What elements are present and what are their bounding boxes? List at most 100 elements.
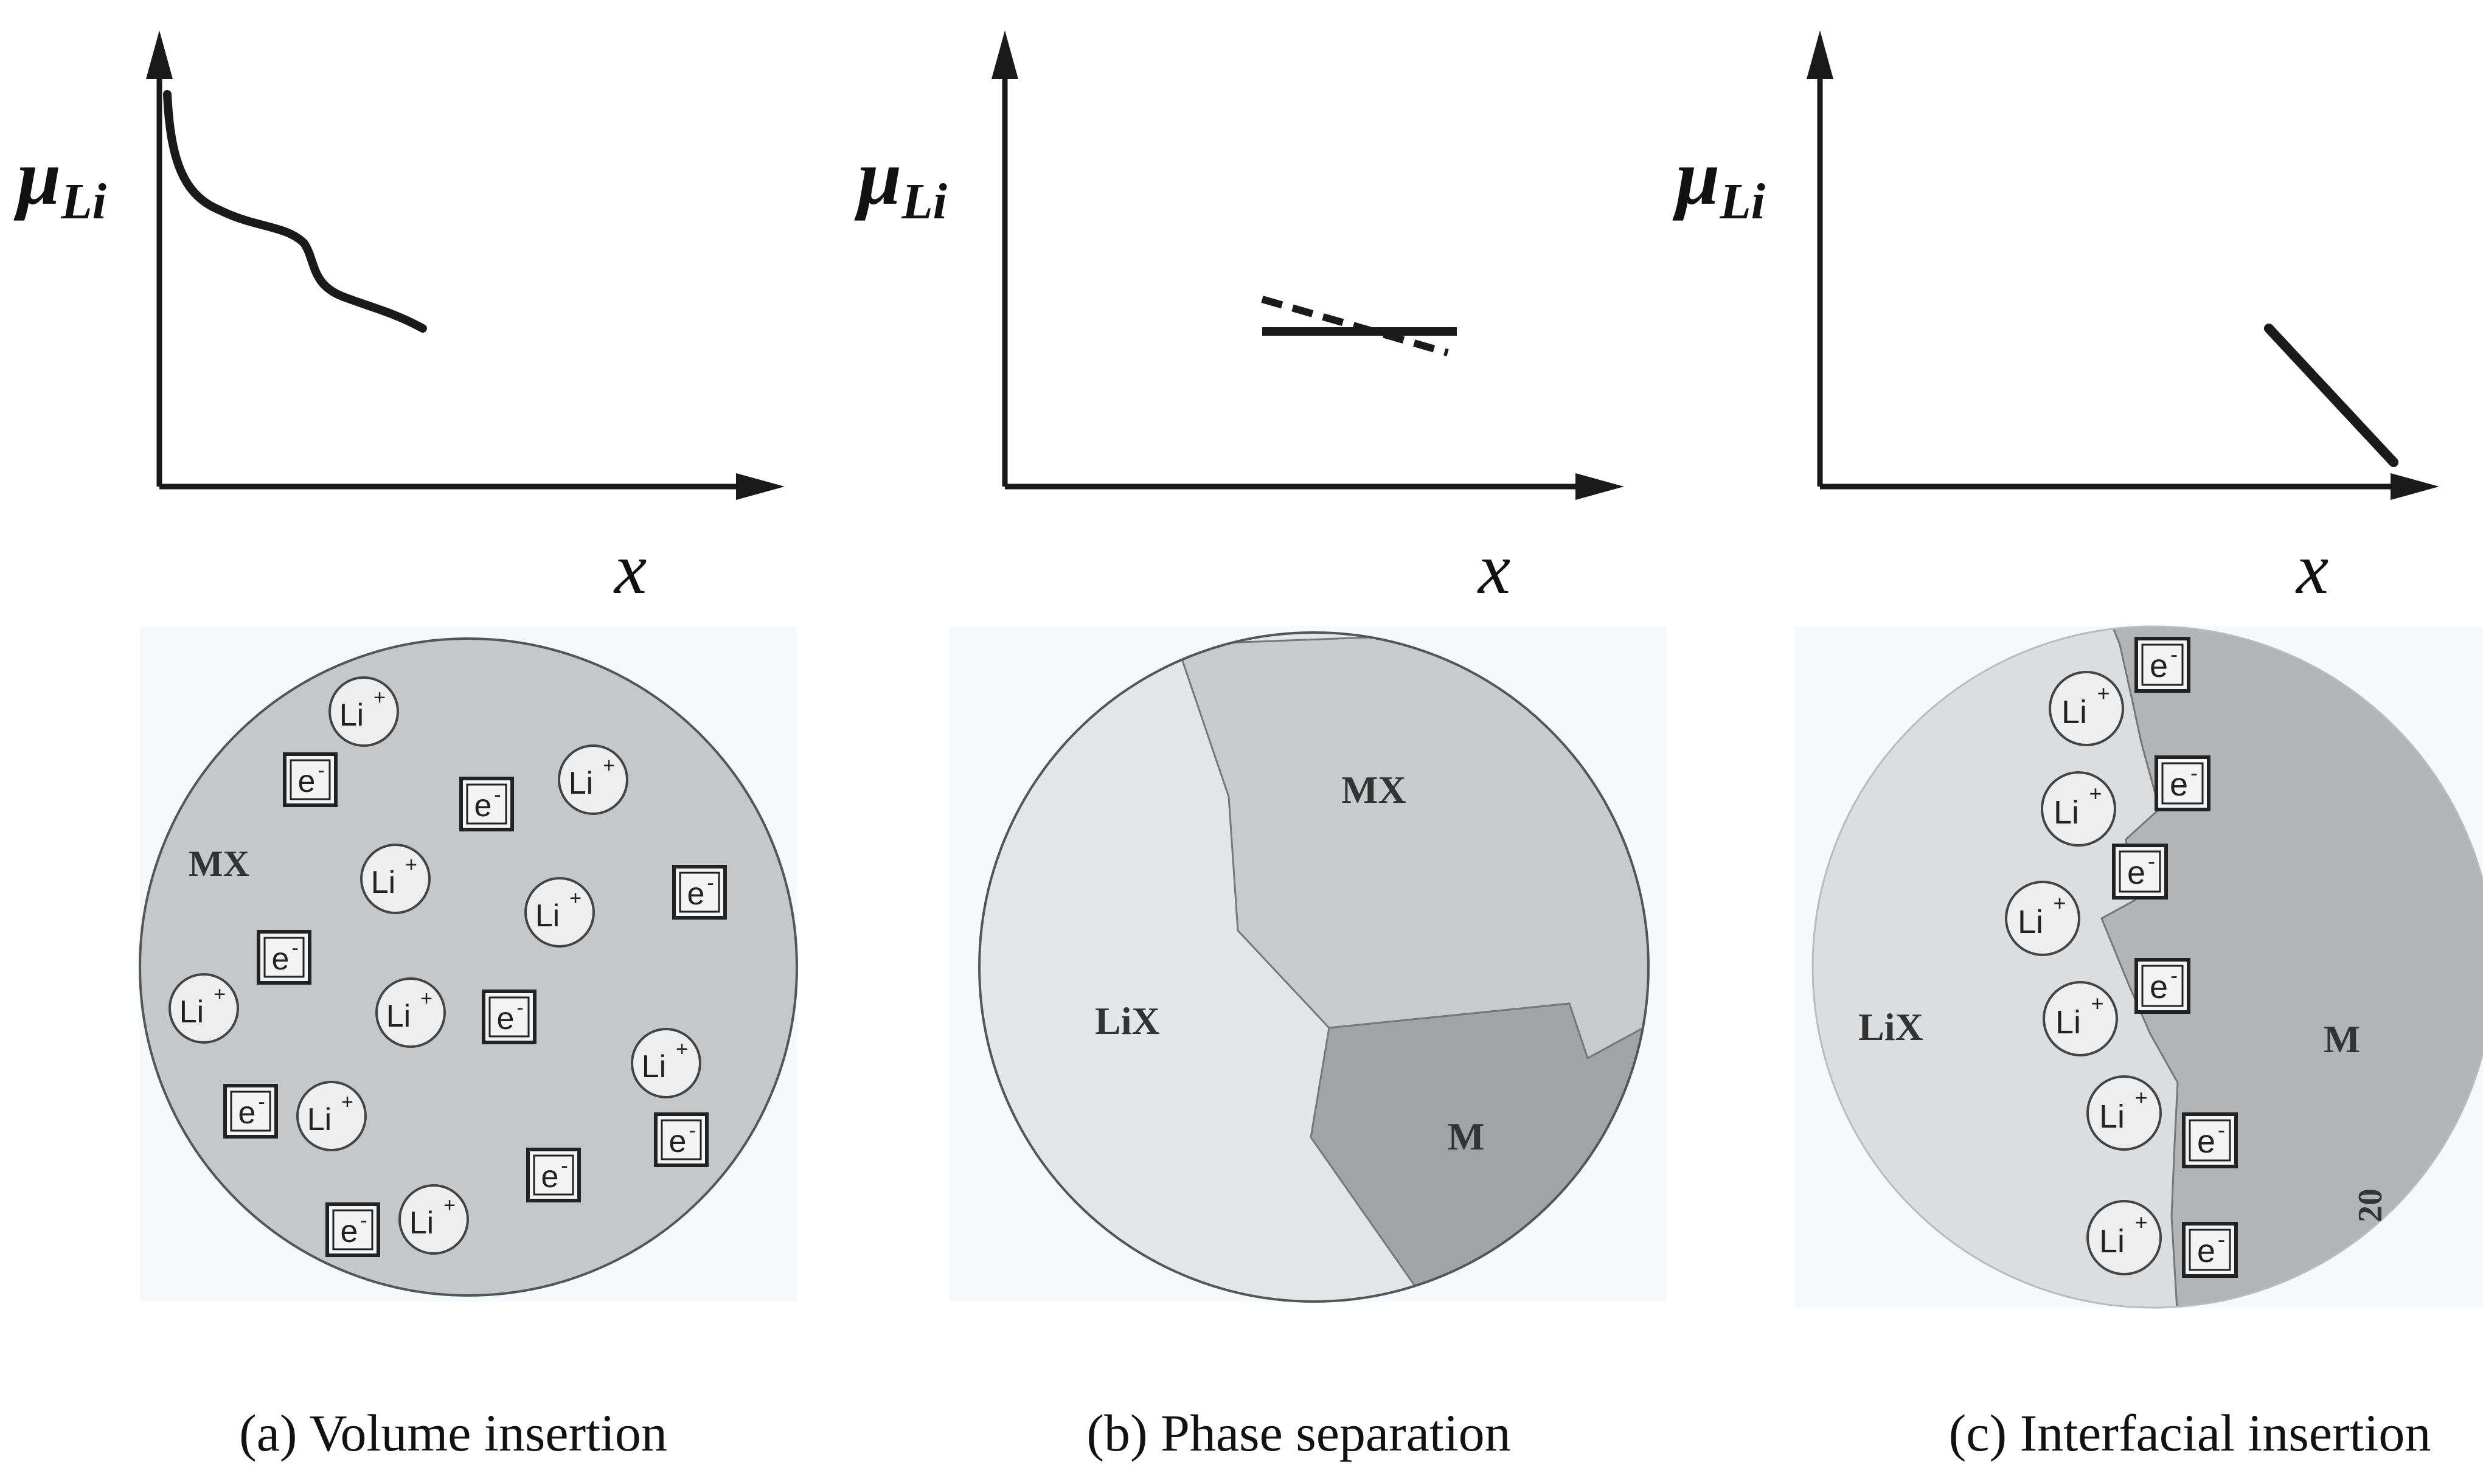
panel-c-region-label-lix: LiX (1858, 1005, 1923, 1049)
svg-text:-: - (561, 1154, 568, 1177)
svg-text:Li: Li (371, 865, 395, 900)
svg-text:-: - (689, 1119, 695, 1142)
svg-text:e: e (2197, 1233, 2215, 1269)
svg-text:Li: Li (386, 999, 411, 1034)
electron: e- (482, 990, 537, 1044)
electron: e- (2134, 637, 2190, 693)
electron: e- (2134, 958, 2190, 1014)
panel-c-ions: Li+ Li+ Li+ Li+ Li+ Li+ (2005, 671, 2162, 1275)
panel-a-y-axis-label: μLi (13, 134, 106, 230)
svg-text:e: e (669, 1124, 687, 1159)
svg-text:Li: Li (642, 1049, 666, 1084)
li-ion: Li + (524, 877, 595, 948)
svg-text:+: + (2091, 991, 2103, 1016)
li-ion: Li+ (2086, 1200, 2162, 1275)
svg-text:+: + (373, 686, 386, 709)
panel-c-caption: (c) Interfacial insertion (1949, 1404, 2431, 1462)
panel-a: μLi x MX Li+ Li+ Li+ Li+ Li+ Li+ Li+ Li+… (13, 30, 798, 1462)
panel-b-y-arrowhead (991, 30, 1018, 79)
svg-text:e: e (341, 1214, 358, 1249)
panel-b-region-label-mx: MX (1341, 768, 1406, 811)
electron: e- (325, 1202, 380, 1257)
svg-text:e: e (272, 941, 290, 977)
svg-text:+: + (341, 1090, 353, 1114)
electron: e- (257, 930, 311, 985)
svg-text:Li: Li (339, 698, 364, 733)
svg-text:Li: Li (569, 766, 593, 801)
panel-a-axes (156, 67, 760, 490)
li-ion: Li+ (398, 1184, 469, 1255)
svg-text:Li: Li (2099, 1098, 2125, 1135)
panel-c-region-label-m: M (2324, 1018, 2360, 1061)
li-ion: Li+ (2049, 671, 2124, 746)
panel-a-x-arrowhead (736, 473, 785, 500)
panel-a-caption: (a) Volume insertion (239, 1404, 667, 1462)
svg-text:e: e (2150, 969, 2168, 1005)
svg-text:e: e (2170, 766, 2188, 803)
svg-text:e: e (2197, 1123, 2215, 1160)
panel-b-particle-outline (978, 631, 1650, 1303)
panel-b-particle (979, 633, 1648, 1302)
li-ion: Li+ (168, 973, 239, 1044)
electron: e- (2155, 755, 2210, 811)
svg-text:-: - (2170, 963, 2178, 988)
panel-c-particle-outline (1811, 625, 2483, 1309)
panel-c-curve (2264, 324, 2398, 467)
li-ion: Li + (296, 1081, 367, 1151)
svg-text:Li: Li (2018, 904, 2043, 940)
svg-text:Li: Li (307, 1102, 332, 1137)
panel-c-x-arrowhead (2391, 473, 2439, 500)
svg-text:-: - (707, 872, 714, 895)
li-ion: Li+ (2005, 881, 2080, 956)
svg-text:-: - (2190, 760, 2198, 785)
svg-text:-: - (516, 996, 523, 1019)
panel-a-x-axis-label: x (613, 528, 647, 609)
panel-b-x-axis-label: x (1477, 528, 1510, 609)
li-ion: Li + (2043, 981, 2118, 1056)
svg-text:e: e (238, 1095, 256, 1131)
svg-text:e: e (2127, 855, 2145, 891)
svg-text:-: - (258, 1090, 265, 1114)
svg-text:-: - (318, 759, 324, 782)
svg-text:Li: Li (2054, 794, 2079, 831)
electron: e- (672, 865, 727, 920)
svg-text:-: - (2148, 848, 2155, 873)
electron: e- (2182, 1112, 2238, 1168)
electron: e- (654, 1112, 709, 1167)
panel-a-ions: Li+ Li+ Li+ Li+ Li+ Li+ Li+ Li+ Li+ (168, 676, 701, 1255)
panel-b-region-label-lix: LiX (1095, 999, 1160, 1042)
panel-c: μLi x LiX M 20 Li+ Li+ Li+ Li+ Li+ Li+ e… (1672, 30, 2483, 1462)
electron: e- (2182, 1222, 2238, 1278)
svg-text:-: - (291, 937, 298, 960)
svg-text:+: + (420, 987, 432, 1010)
panel-b-axes (1002, 67, 1600, 490)
electron: e- (2112, 844, 2168, 900)
panel-c-y-arrowhead (1807, 30, 1833, 79)
panel-b-x-arrowhead (1575, 473, 1624, 500)
svg-text:+: + (676, 1038, 688, 1061)
svg-text:Li: Li (409, 1205, 434, 1241)
svg-text:e: e (298, 764, 316, 799)
electron: e- (223, 1084, 278, 1139)
panel-c-axes (1817, 67, 2415, 490)
li-ion: Li + (375, 977, 446, 1048)
svg-text:e: e (497, 1001, 515, 1036)
panel-c-electrons: e- e- e- e- e- e- (2112, 637, 2238, 1278)
svg-text:-: - (2218, 1117, 2225, 1142)
svg-text:+: + (2134, 1210, 2147, 1235)
svg-text:e: e (687, 876, 705, 912)
svg-text:Li: Li (535, 898, 560, 934)
svg-text:+: + (2134, 1085, 2147, 1110)
svg-text:Li: Li (2055, 1004, 2081, 1041)
li-ion: Li+ (2041, 771, 2116, 847)
panel-c-y-axis-label: μLi (1672, 134, 1765, 230)
panel-b: μLi x LiX MX M (b) Phase separation (854, 30, 1667, 1462)
panel-a-region-label-mx: MX (189, 844, 249, 884)
panel-a-electrons: e- e- e- e- e- e- e- e- e- (223, 752, 727, 1257)
panel-b-y-axis-label: μLi (854, 134, 947, 230)
svg-text:-: - (494, 783, 501, 806)
electron: e- (459, 777, 514, 831)
svg-text:e: e (2150, 648, 2168, 684)
svg-text:+: + (569, 887, 582, 910)
